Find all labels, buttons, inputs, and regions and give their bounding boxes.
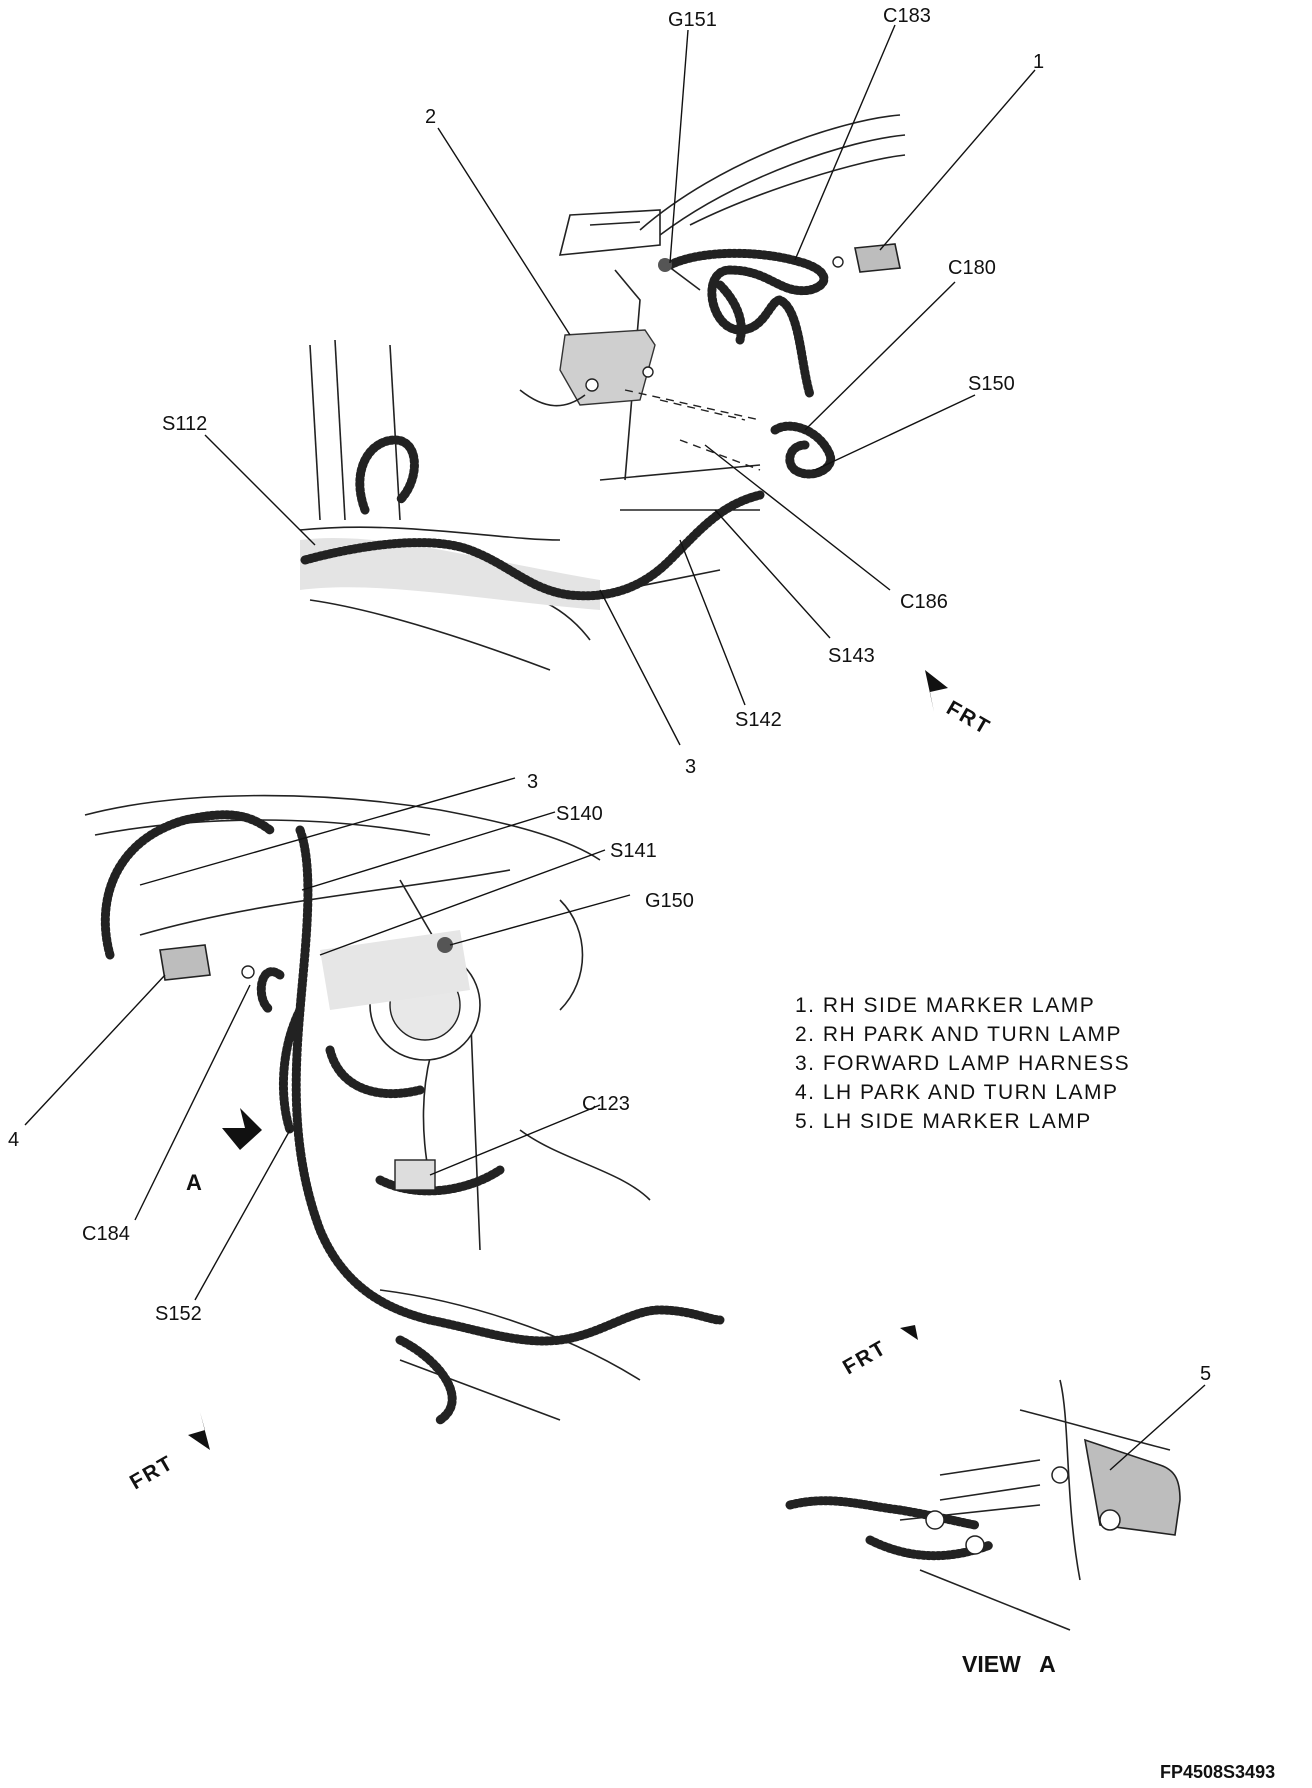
- callout-1: 1: [1033, 51, 1044, 73]
- legend-item-4: 4. LH PARK AND TURN LAMP: [795, 1081, 1118, 1104]
- callout-s141: S141: [610, 840, 657, 862]
- figure-code: FP4508S3493: [1160, 1762, 1275, 1782]
- forward-arrow-icon: [900, 1310, 918, 1340]
- legend-item-2: 2. RH PARK AND TURN LAMP: [795, 1023, 1122, 1046]
- rh-side-marker-lamp: [854, 243, 901, 273]
- callout-s150: S150: [968, 373, 1015, 395]
- frt-label-left: FRT: [126, 1451, 178, 1494]
- callout-c186: C186: [900, 591, 948, 613]
- callout-3-top: 3: [685, 756, 696, 778]
- ground-g150-icon: [437, 937, 453, 953]
- frt-arrow-left: FRT: [126, 1412, 210, 1494]
- callout-c180: C180: [948, 257, 996, 279]
- legend-item-5: 5. LH SIDE MARKER LAMP: [795, 1110, 1092, 1133]
- view-title: VIEW A: [962, 1651, 1056, 1677]
- callout-g150: G150: [645, 890, 694, 912]
- callout-s112: S112: [162, 413, 207, 435]
- callout-c183: C183: [883, 5, 931, 27]
- rh-park-turn-lamp: [559, 329, 656, 406]
- callout-labels: G151 C183 1 2 C180 S150 S112 C186 S143 S…: [8, 5, 1211, 1385]
- forward-arrow-icon: [188, 1412, 210, 1450]
- frt-arrow-top: FRT: [925, 670, 995, 740]
- lh-side-marker-lamp: [1083, 1438, 1181, 1536]
- view-arrow-icon: [222, 1108, 262, 1150]
- frt-label-view: FRT: [839, 1336, 891, 1379]
- callout-g151: G151: [668, 9, 717, 31]
- callout-s142: S142: [735, 709, 782, 731]
- callout-s152: S152: [155, 1303, 202, 1325]
- callout-5: 5: [1200, 1363, 1211, 1385]
- lh-illustration: [84, 794, 725, 1425]
- callout-c123: C123: [582, 1093, 630, 1115]
- legend-item-1: 1. RH SIDE MARKER LAMP: [795, 994, 1095, 1017]
- top-leaders: [204, 24, 1036, 746]
- lower-leaders: [24, 777, 631, 1301]
- connector-c123-icon: [394, 1159, 436, 1191]
- legend: 1. RH SIDE MARKER LAMP 2. RH PARK AND TU…: [795, 994, 1130, 1133]
- frt-label-top: FRT: [943, 696, 995, 739]
- callout-s143: S143: [828, 645, 875, 667]
- frt-arrow-view: FRT: [839, 1310, 918, 1379]
- callout-2: 2: [425, 106, 436, 128]
- view-a-illustration: [785, 1379, 1206, 1631]
- callout-s140: S140: [556, 803, 603, 825]
- rh-illustration: [299, 114, 906, 671]
- bulb-socket-icon: [585, 378, 599, 392]
- lh-park-turn-lamp: [159, 944, 211, 981]
- callout-3-lower: 3: [527, 771, 538, 793]
- callout-c184: C184: [82, 1223, 130, 1245]
- view-a-callout: A: [186, 1170, 202, 1195]
- forward-arrow-icon: [925, 670, 948, 712]
- callout-4: 4: [8, 1129, 19, 1151]
- view-a-arrow: [222, 1108, 262, 1150]
- legend-item-3: 3. FORWARD LAMP HARNESS: [795, 1052, 1130, 1075]
- ground-g151-icon: [658, 258, 672, 272]
